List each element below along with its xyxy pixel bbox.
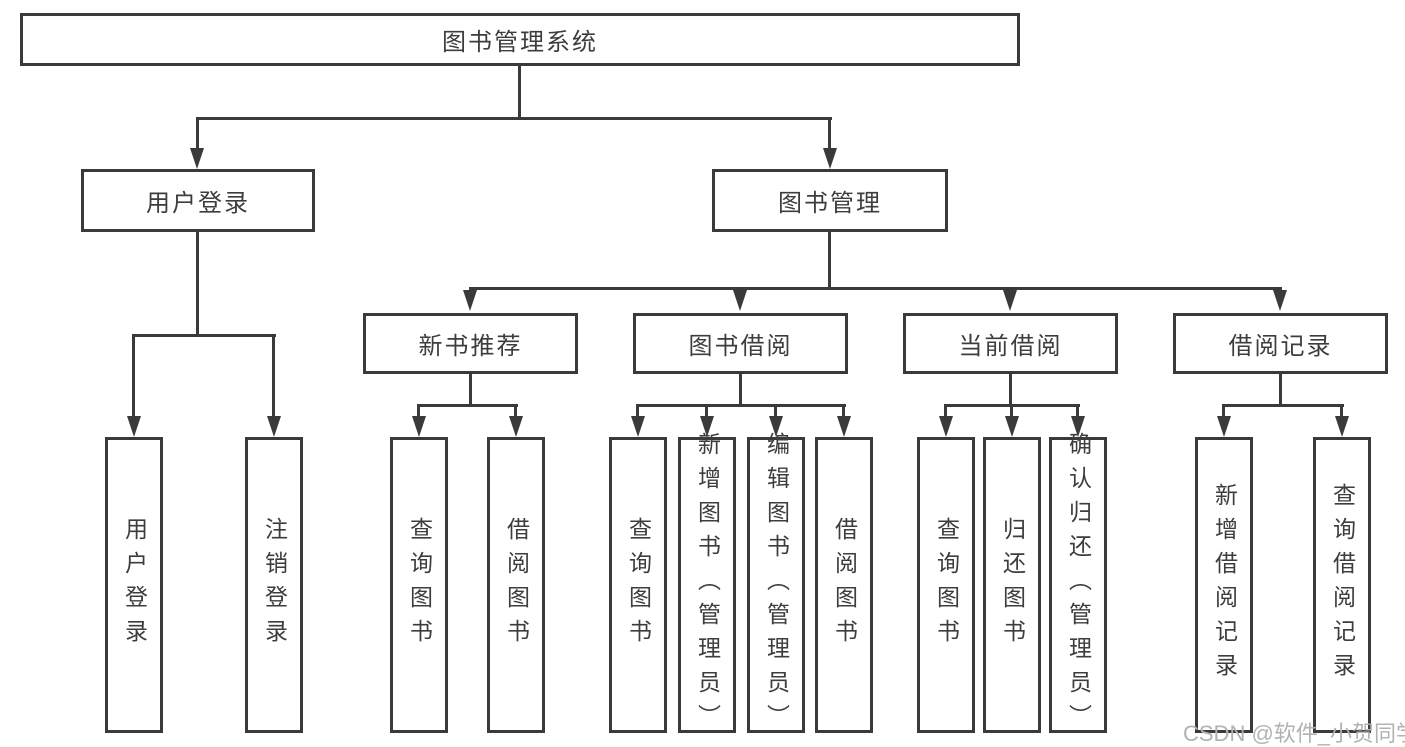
connector-root-rail <box>196 117 832 120</box>
leaf-label: 新增借阅记录 <box>1211 483 1238 687</box>
leaf-label: 借阅图书 <box>503 517 530 653</box>
node-label: 图书管理 <box>778 190 882 217</box>
connector-drop <box>944 404 947 418</box>
leaf-label: 用户登录 <box>121 517 148 653</box>
node-label: 图书管理系统 <box>442 29 598 56</box>
arrowhead-icon <box>1335 416 1349 437</box>
leaf-add-book-admin: 新增图书（管理员） <box>678 432 736 738</box>
connector-drop <box>842 404 845 418</box>
leaf-label: 查询图书 <box>406 517 433 653</box>
leaf-label: 新增图书（管理员） <box>694 432 721 738</box>
arrowhead-icon <box>127 416 141 437</box>
arrowhead-icon <box>1217 416 1231 437</box>
node-label: 新书推荐 <box>418 333 523 360</box>
arrowhead-icon <box>412 416 426 437</box>
connector-root-stem <box>518 63 521 120</box>
csdn-watermark: CSDN @软件_小贺同学 <box>1183 721 1405 746</box>
connector-mgmt-drop <box>828 117 831 150</box>
connector-drop <box>417 404 420 418</box>
node-label: 借阅记录 <box>1228 333 1333 360</box>
leaf-borrow-books-recommend: 借阅图书 <box>487 437 545 733</box>
arrowhead-icon <box>837 416 851 437</box>
arrowhead-icon <box>1003 290 1017 311</box>
leaf-query-borrow-record: 查询借阅记录 <box>1313 437 1371 733</box>
leaf-edit-book-admin: 编辑图书（管理员） <box>747 432 805 738</box>
connector-records-rail <box>1222 404 1344 407</box>
arrowhead-icon <box>1071 416 1085 437</box>
leaf-label: 查询图书 <box>933 517 960 653</box>
connector-recommend-rail <box>417 404 518 407</box>
leaf-query-books-current: 查询图书 <box>917 437 975 733</box>
leaf-label: 确认归还（管理员） <box>1065 432 1092 738</box>
arrowhead-icon <box>823 148 837 169</box>
leaf-add-borrow-record: 新增借阅记录 <box>1195 437 1253 733</box>
arrowhead-icon <box>700 416 714 437</box>
arrowhead-icon <box>631 416 645 437</box>
connector-login-drop <box>196 117 199 150</box>
leaf-label: 注销登录 <box>261 517 288 653</box>
connector-login-stem <box>196 230 199 336</box>
leaf-logout: 注销登录 <box>245 437 303 733</box>
connector-current-stem <box>1009 372 1012 406</box>
node-user-login: 用户登录 <box>81 169 315 232</box>
node-label: 当前借阅 <box>958 333 1063 360</box>
connector-login-rail <box>132 334 276 337</box>
arrowhead-icon <box>190 148 204 169</box>
connector-borrow-stem <box>739 372 742 406</box>
connector-mgmt-rail <box>469 287 1282 290</box>
arrowhead-icon <box>267 416 281 437</box>
connector-drop <box>1076 404 1079 418</box>
node-label: 图书借阅 <box>688 333 793 360</box>
arrowhead-icon <box>733 290 747 311</box>
node-root: 图书管理系统 <box>20 13 1020 66</box>
node-borrowing-records: 借阅记录 <box>1173 313 1388 374</box>
connector-drop <box>774 404 777 418</box>
leaf-label: 查询图书 <box>625 517 652 653</box>
arrowhead-icon <box>769 416 783 437</box>
node-book-borrowing: 图书借阅 <box>633 313 848 374</box>
arrowhead-icon <box>463 290 477 311</box>
arrowhead-icon <box>939 416 953 437</box>
connector-drop <box>272 334 275 418</box>
connector-drop <box>1222 404 1225 418</box>
leaf-label: 归还图书 <box>999 517 1026 653</box>
node-current-borrowing: 当前借阅 <box>903 313 1118 374</box>
connector-drop <box>514 404 517 418</box>
connector-drop <box>1340 404 1343 418</box>
connector-recommend-stem <box>469 372 472 406</box>
leaf-query-books-borrow: 查询图书 <box>609 437 667 733</box>
leaf-query-books-recommend: 查询图书 <box>390 437 448 733</box>
connector-drop <box>1010 404 1013 418</box>
node-label: 用户登录 <box>146 190 250 217</box>
connector-records-stem <box>1279 372 1282 406</box>
connector-drop <box>705 404 708 418</box>
leaf-label: 查询借阅记录 <box>1329 483 1356 687</box>
connector-mgmt-stem <box>828 230 831 289</box>
arrowhead-icon <box>509 416 523 437</box>
connector-drop <box>636 404 639 418</box>
leaf-user-login: 用户登录 <box>105 437 163 733</box>
leaf-borrow-books: 借阅图书 <box>815 437 873 733</box>
arrowhead-icon <box>1273 290 1287 311</box>
arrowhead-icon <box>1005 416 1019 437</box>
connector-drop <box>132 334 135 418</box>
node-new-book-recommendation: 新书推荐 <box>363 313 578 374</box>
leaf-return-books: 归还图书 <box>983 437 1041 733</box>
node-book-management: 图书管理 <box>712 169 948 232</box>
leaf-label: 编辑图书（管理员） <box>763 432 790 738</box>
leaf-label: 借阅图书 <box>831 517 858 653</box>
connector-borrow-rail <box>636 404 846 407</box>
leaf-confirm-return-admin: 确认归还（管理员） <box>1049 432 1107 738</box>
